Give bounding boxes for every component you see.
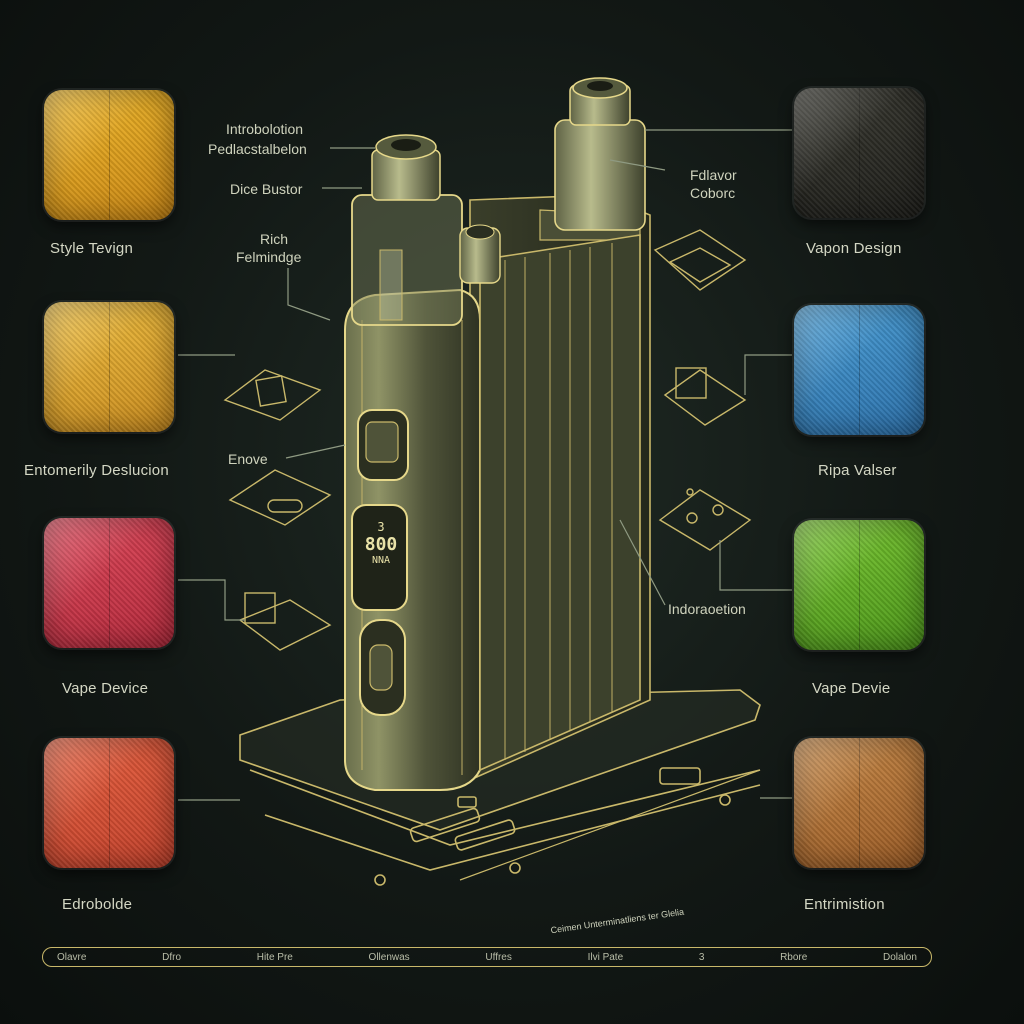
swatch-left-2[interactable] xyxy=(44,302,174,432)
swatch-right-4-label: Entrimistion xyxy=(804,896,885,913)
callout-intro: Introbolotion xyxy=(226,121,304,137)
swatch-right-3[interactable] xyxy=(794,520,924,650)
screen-sub-text: NNA xyxy=(371,555,391,566)
footer-item-3: Hite Pre xyxy=(256,951,293,963)
device-tank-left xyxy=(351,134,463,326)
swatch-right-1[interactable] xyxy=(794,88,924,218)
callout-flavor-1: Fdlavor xyxy=(690,167,737,183)
swatch-left-4[interactable] xyxy=(44,738,174,868)
swatch-left-4-label: Edrobolde xyxy=(62,896,133,913)
callout-enove: Enove xyxy=(228,451,268,467)
footer-bar: Olavre Dfro Hite Pre Ollenwas Uffres Ilv… xyxy=(42,947,932,967)
footer-item-9: Dolalon xyxy=(883,951,917,963)
swatch-left-3[interactable] xyxy=(44,518,174,648)
device-screen: 3 800 NNA xyxy=(360,520,402,566)
footer-item-8: Rbore xyxy=(780,951,808,963)
footer-item-7: 3 xyxy=(698,951,705,963)
swatch-left-1-label: Style Tevign xyxy=(50,240,134,257)
swatch-left-2-label: Entomerily Deslucion xyxy=(24,462,169,479)
screen-value: 800 xyxy=(364,534,398,555)
footer-item-1: Olavre xyxy=(57,951,87,963)
callout-rich-1: Rich xyxy=(260,231,289,247)
swatch-right-3-label: Vape Devie xyxy=(812,680,891,697)
swatch-right-1-label: Vapon Design xyxy=(806,240,902,257)
swatch-right-4[interactable] xyxy=(794,738,924,868)
footer-item-2: Dfro xyxy=(162,951,182,963)
device-main-body xyxy=(344,234,641,791)
callout-info: Indoraoetion xyxy=(668,601,746,617)
floating-parts xyxy=(223,229,752,651)
connector-lines xyxy=(178,129,792,801)
footer-item-6: Ilvi Pate xyxy=(587,951,624,963)
screen-top-text: 3 xyxy=(377,520,385,534)
callout-pedal: Pedlacstalbelon xyxy=(208,141,307,157)
swatch-right-2-label: Ripa Valser xyxy=(818,462,897,479)
footer-item-5: Uffres xyxy=(485,951,512,963)
device-tank-right xyxy=(459,77,646,284)
footer-item-4: Ollenwas xyxy=(368,951,410,963)
callout-flavor-2: Coborc xyxy=(690,185,736,201)
callout-dice: Dice Bustor xyxy=(230,181,303,197)
callout-rich-2: Felmindge xyxy=(236,249,302,265)
swatch-left-1[interactable] xyxy=(44,90,174,220)
swatch-left-3-label: Vape Device xyxy=(62,680,149,697)
swatch-right-2[interactable] xyxy=(794,305,924,435)
